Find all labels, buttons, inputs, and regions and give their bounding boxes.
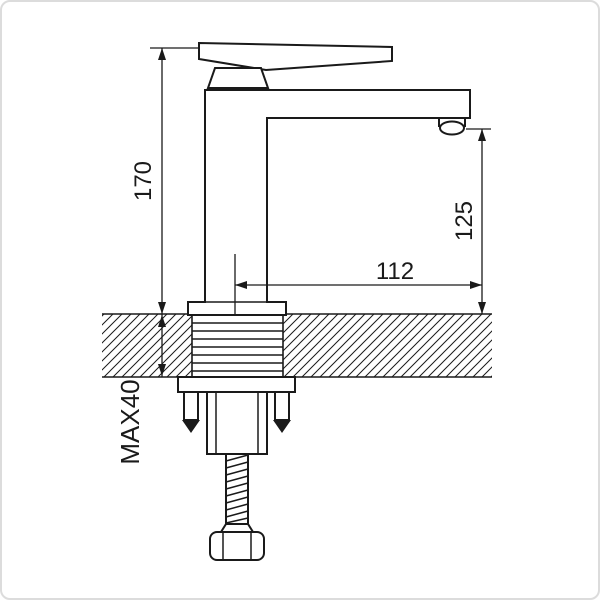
dimension-max-thickness: MAX40 bbox=[115, 314, 166, 465]
rod-thread-lines bbox=[225, 454, 249, 524]
mounting-bracket bbox=[177, 376, 296, 393]
deck-hatch-left bbox=[102, 314, 192, 377]
shank-thread-rings bbox=[192, 322, 283, 372]
deck-hatch-right bbox=[283, 314, 492, 377]
arrow-up bbox=[158, 48, 166, 60]
dimension-overall-height: 170 bbox=[130, 47, 198, 314]
spout-height-label: 125 bbox=[451, 201, 478, 241]
spout-reach-label: 112 bbox=[376, 258, 414, 285]
handle-neck bbox=[206, 67, 270, 89]
dimension-spout-height: 125 bbox=[451, 128, 491, 314]
arrow-up bbox=[478, 129, 486, 141]
aerator-outlet bbox=[439, 120, 465, 136]
hose-nut bbox=[209, 531, 265, 561]
hose-transition bbox=[219, 523, 255, 533]
body-and-spout-silhouette bbox=[187, 89, 471, 316]
arrow-up bbox=[158, 315, 166, 327]
mounting-stud-left bbox=[183, 391, 199, 421]
mounting-stud-right bbox=[274, 391, 290, 421]
countertop-section bbox=[102, 313, 492, 378]
threaded-shank bbox=[191, 314, 284, 378]
max-thickness-label: MAX40 bbox=[115, 379, 145, 464]
handle-lever bbox=[198, 41, 393, 72]
faucet-body bbox=[187, 41, 471, 316]
arrow-right bbox=[470, 281, 482, 289]
arrow-down bbox=[158, 364, 166, 376]
arrow-left bbox=[235, 281, 247, 289]
stud-tip-left bbox=[182, 420, 200, 433]
shank-body bbox=[191, 314, 284, 378]
arrow-down bbox=[158, 302, 166, 314]
overall-height-label: 170 bbox=[130, 161, 157, 201]
dimension-spout-reach: 112 bbox=[234, 254, 482, 314]
arrow-down bbox=[478, 302, 486, 314]
mounting-hardware bbox=[177, 376, 296, 561]
stud-tip-right bbox=[273, 420, 291, 433]
